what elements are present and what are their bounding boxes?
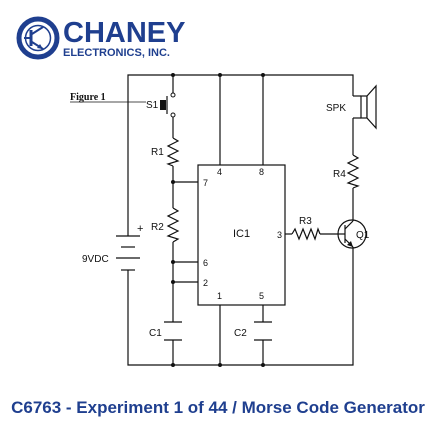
speaker-spk: SPK — [326, 84, 377, 130]
logo-emblem-icon — [16, 16, 60, 60]
junction-dot — [171, 260, 175, 264]
resistor-zigzag — [291, 227, 321, 241]
junction-dots — [171, 73, 265, 367]
ic1-chip: IC1 7 6 2 4 8 1 5 3 — [197, 164, 286, 306]
junction-dot — [261, 73, 265, 77]
label-s1: S1 — [146, 100, 159, 111]
pin-7-label: 7 — [203, 178, 208, 188]
pin-2-label: 2 — [203, 278, 208, 288]
capacitor-c2: C2 — [234, 321, 272, 341]
wire-bottom-rail — [127, 252, 354, 366]
label-r1: R1 — [151, 147, 164, 158]
transistor-q1: Q1 — [337, 216, 370, 252]
emitter-arrow-icon — [347, 241, 353, 247]
label-q1: Q1 — [356, 230, 370, 241]
logo-subtitle: ELECTRONICS, INC. — [63, 47, 170, 59]
resistor-zigzag — [166, 137, 180, 167]
logo-name: CHANEY — [63, 17, 185, 49]
resistor-r3: R3 — [291, 216, 321, 241]
speaker-magnet — [360, 95, 368, 119]
wires — [127, 74, 354, 366]
pin-5-label: 5 — [259, 291, 264, 301]
capacitor-c1: C1 — [149, 321, 182, 341]
junction-dot — [261, 363, 265, 367]
label-r4: R4 — [333, 169, 346, 180]
switch-s1: S1 — [146, 92, 176, 118]
battery-9vdc: + 9VDC — [82, 223, 143, 271]
switch-contact — [170, 112, 176, 118]
pin-3-label: 3 — [277, 230, 282, 240]
company-logo: CHANEY ELECTRONICS, INC. — [16, 16, 185, 60]
label-c2: C2 — [234, 328, 247, 339]
pin-1-label: 1 — [217, 291, 222, 301]
resistor-r4: R4 — [333, 154, 360, 189]
page-caption: C6763 - Experiment 1 of 44 / Morse Code … — [11, 398, 425, 417]
junction-dot — [218, 363, 222, 367]
label-r2: R2 — [151, 222, 164, 233]
pin-4-label: 4 — [217, 167, 222, 177]
label-battery: 9VDC — [82, 254, 109, 265]
label-r3: R3 — [299, 216, 312, 227]
pin-6-label: 6 — [203, 258, 208, 268]
switch-button — [160, 100, 166, 110]
junction-dot — [171, 363, 175, 367]
ic-body — [197, 164, 286, 306]
label-c1: C1 — [149, 328, 162, 339]
junction-dot — [171, 180, 175, 184]
resistor-zigzag — [346, 154, 360, 189]
resistor-zigzag — [166, 207, 180, 243]
speaker-cone-icon — [366, 84, 377, 130]
pin-8-label: 8 — [259, 167, 264, 177]
transistor-collector — [344, 220, 354, 230]
label-spk: SPK — [326, 103, 346, 114]
figure-label: Figure 1 — [70, 92, 106, 103]
wire-top-rail — [127, 74, 354, 236]
resistor-r1: R1 — [151, 137, 180, 167]
resistor-r2: R2 — [151, 207, 180, 243]
switch-contact — [170, 92, 176, 98]
label-ic1: IC1 — [233, 228, 250, 240]
junction-dot — [218, 73, 222, 77]
junction-dot — [171, 280, 175, 284]
label-battery-plus: + — [137, 223, 143, 235]
junction-dot — [171, 73, 175, 77]
